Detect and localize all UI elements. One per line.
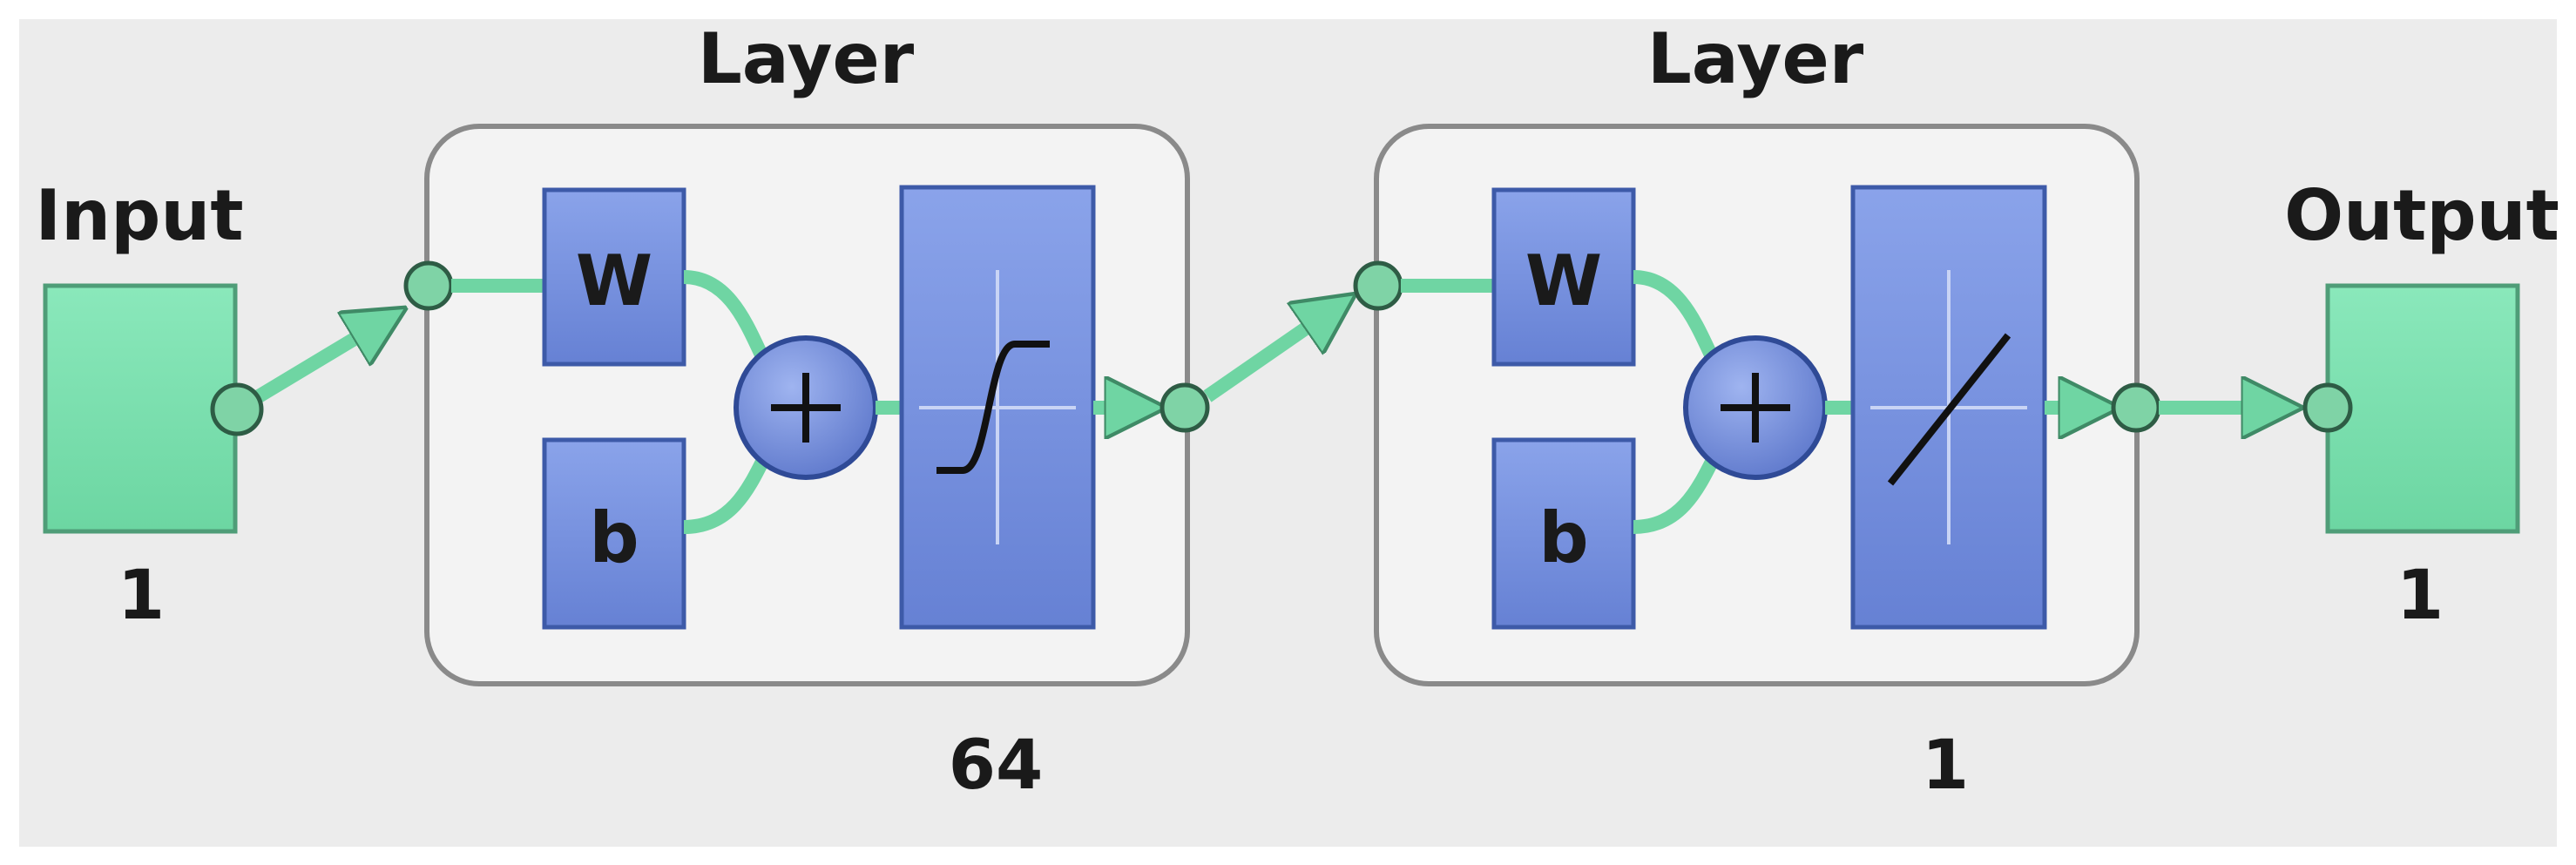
- layer-2-weight-label: W: [1525, 240, 1602, 321]
- output-layer-2: Layer W b 1: [1353, 18, 2161, 805]
- layer-1-weight-label: W: [576, 240, 652, 321]
- layer-1-bias-block: [542, 437, 686, 630]
- layer-2-title: Layer: [1647, 18, 1864, 99]
- purelin-line-icon: [1887, 333, 2011, 486]
- output-block: [2325, 283, 2520, 534]
- layer-2-weight-block: [1491, 187, 1636, 367]
- input-size-label: 1: [118, 557, 165, 635]
- layer-2-bias-block: [1491, 437, 1636, 630]
- hidden-layer-1: Layer W b 64: [403, 18, 1210, 805]
- input-output-node: [210, 382, 264, 436]
- tansig-curve-icon: [936, 341, 1050, 474]
- layer-1-output-node: [1160, 382, 1210, 433]
- input-block: [43, 283, 238, 534]
- layer-1-title: Layer: [698, 18, 915, 99]
- layer-2-bias-label: b: [1538, 497, 1588, 578]
- output-title: Output: [2284, 175, 2559, 256]
- output-size-label: 1: [2397, 557, 2444, 635]
- layer-1-bias-to-sum-curve: [683, 449, 774, 534]
- layer-2-bias-to-sum-curve: [1633, 449, 1723, 534]
- layer-1-input-node: [403, 260, 454, 311]
- output-block-group: Output 1: [2284, 175, 2559, 635]
- layer-2-output-node: [2111, 382, 2161, 433]
- layer-2-input-node: [1353, 260, 1403, 311]
- input-to-layer1-connector: [233, 314, 396, 416]
- output-input-node: [2302, 382, 2353, 433]
- layer1-to-layer2-connector: [1203, 301, 1346, 402]
- layer-1-size-label: 64: [949, 726, 1044, 805]
- layer-2-size-label: 1: [1922, 726, 1969, 805]
- diagram-background: [19, 19, 2557, 847]
- input-title: Input: [35, 175, 243, 256]
- layer-1-bias-label: b: [589, 497, 639, 578]
- input-block-group: Input 1: [35, 175, 243, 635]
